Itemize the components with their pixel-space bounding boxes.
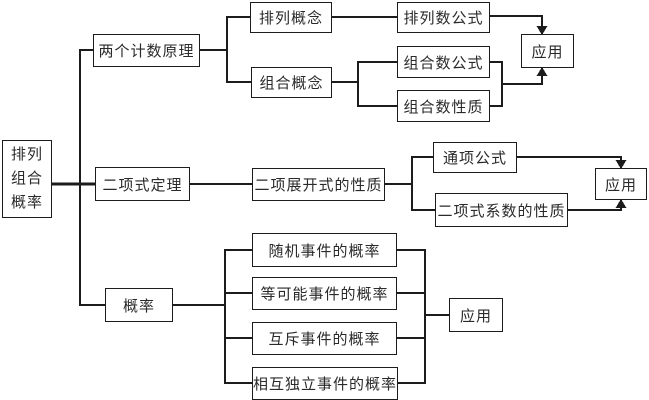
node-label: 排列组合概率 (10, 147, 43, 211)
arrow-up-icon (615, 199, 627, 208)
node-application-middle: 应用 (595, 168, 647, 200)
node-independent-event-probability: 相互独立事件的概率 (252, 367, 398, 400)
node-mutually-exclusive-event-probability: 互斥事件的概率 (252, 322, 397, 355)
node-probability: 概率 (105, 288, 173, 322)
node-label: 应用 (604, 177, 637, 194)
node-label: 组合概念 (259, 76, 324, 92)
node-label: 通项公式 (442, 151, 507, 167)
node-label: 组合数性质 (403, 99, 484, 116)
node-application-bottom: 应用 (449, 298, 503, 332)
node-permutation-formula: 排列数公式 (397, 2, 490, 33)
node-label: 应用 (459, 308, 492, 325)
node-label: 随机事件的概率 (268, 243, 381, 260)
node-binomial-coefficient-properties: 二项式系数的性质 (435, 193, 568, 227)
node-combination-property: 组合数性质 (397, 90, 490, 122)
node-random-event-probability: 随机事件的概率 (252, 233, 397, 267)
node-label: 组合数公式 (403, 55, 484, 72)
node-binomial-theorem: 二项式定理 (95, 167, 190, 201)
arrow-down-icon (536, 26, 548, 35)
node-label: 概率 (122, 298, 155, 315)
node-general-term-formula: 通项公式 (433, 142, 517, 173)
node-permutation-concept: 排列概念 (250, 2, 332, 33)
node-label: 排列概念 (258, 11, 323, 27)
node-equally-likely-event-probability: 等可能事件的概率 (252, 277, 397, 310)
node-combination-formula: 组合数公式 (397, 46, 490, 78)
node-binomial-expansion-properties: 二项展开式的性质 (252, 168, 385, 201)
node-combination-concept: 组合概念 (251, 67, 332, 98)
node-label: 应用 (531, 44, 564, 61)
node-label: 二项式定理 (102, 177, 183, 194)
node-label: 两个计数原理 (98, 44, 195, 60)
node-label: 二项展开式的性质 (254, 178, 383, 194)
arrow-down-icon (615, 160, 627, 169)
node-label: 排列数公式 (403, 11, 484, 27)
node-label: 二项式系数的性质 (437, 203, 566, 220)
node-label: 等可能事件的概率 (260, 287, 389, 303)
node-counting-principles: 两个计数原理 (93, 34, 200, 67)
node-label: 互斥事件的概率 (268, 332, 381, 348)
node-application-top: 应用 (521, 34, 574, 68)
arrow-up-icon (536, 67, 548, 76)
node-label: 相互独立事件的概率 (253, 377, 398, 393)
node-root: 排列组合概率 (2, 140, 52, 218)
